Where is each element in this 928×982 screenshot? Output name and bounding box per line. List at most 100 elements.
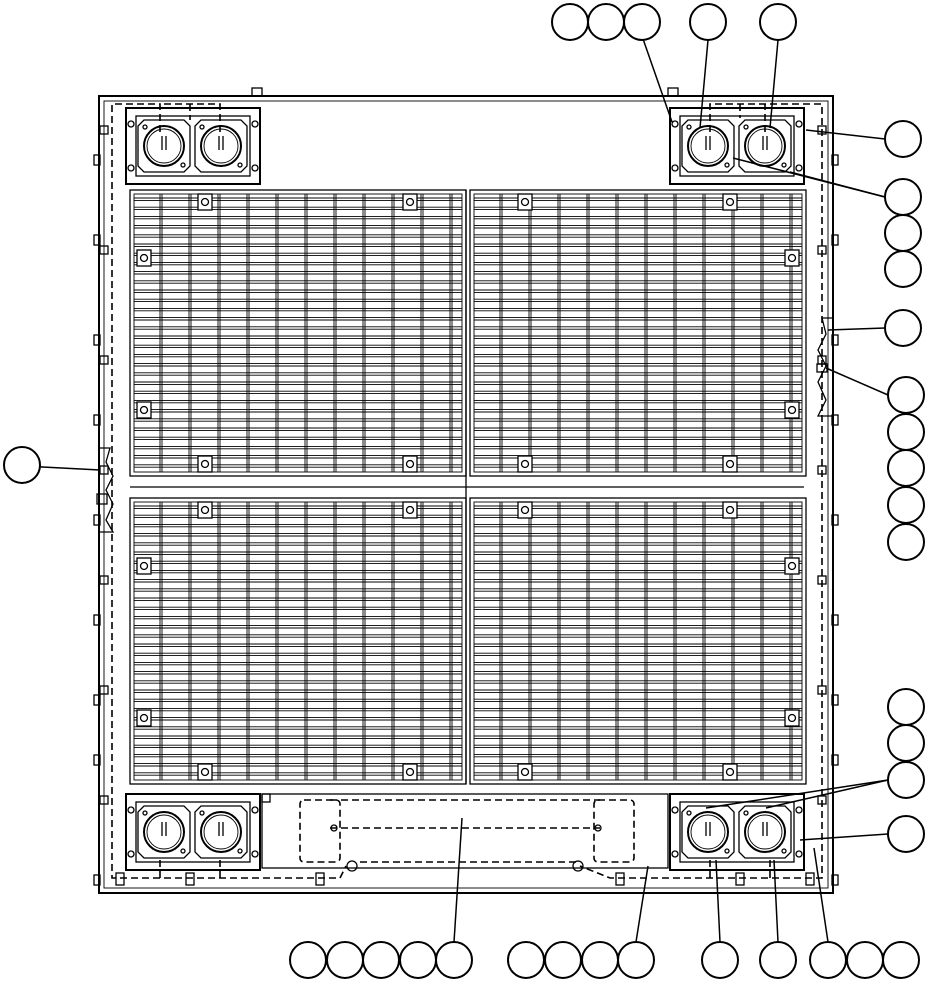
callout-balloon xyxy=(759,941,797,979)
clamp xyxy=(817,125,827,135)
callout-balloon xyxy=(887,815,925,853)
grille-clip xyxy=(722,455,738,473)
callout-balloon xyxy=(884,120,922,158)
clamp xyxy=(99,355,109,365)
callout-balloon xyxy=(623,3,661,41)
grille-clip xyxy=(517,455,533,473)
clamp xyxy=(817,575,827,585)
callout-balloon xyxy=(887,724,925,762)
grille-clip xyxy=(197,455,213,473)
grille-panel xyxy=(129,189,467,477)
receptacle xyxy=(194,119,248,173)
clamp xyxy=(817,795,827,805)
clamp xyxy=(99,795,109,805)
grille-panels xyxy=(129,189,807,785)
callout-balloon xyxy=(887,523,925,561)
leader-line xyxy=(799,833,889,841)
clamp xyxy=(115,872,125,886)
clamp xyxy=(805,872,815,886)
grille-clip xyxy=(784,557,800,575)
grille-clip xyxy=(722,763,738,781)
grille-clip xyxy=(136,401,152,419)
callout-balloon xyxy=(884,178,922,216)
grille-clip xyxy=(784,249,800,267)
clamp xyxy=(615,872,625,886)
grille-clip xyxy=(722,501,738,519)
connector-plate xyxy=(669,793,805,871)
grille-clip xyxy=(197,193,213,211)
callout-balloon xyxy=(887,413,925,451)
grille-clip xyxy=(402,193,418,211)
frame-stud xyxy=(93,874,839,886)
callout-balloon xyxy=(3,446,41,484)
callout-balloon xyxy=(289,941,327,979)
callout-balloon xyxy=(887,376,925,414)
leader-line xyxy=(453,817,463,943)
leader-line xyxy=(705,779,889,809)
callout-balloon xyxy=(701,941,739,979)
frame-stud xyxy=(93,754,839,766)
callout-balloon xyxy=(551,3,589,41)
grille-clip xyxy=(402,455,418,473)
leader-line xyxy=(825,367,889,396)
frame-stud xyxy=(93,414,839,426)
receptacle xyxy=(137,119,191,173)
callout-balloon xyxy=(884,309,922,347)
frame-stud xyxy=(93,614,839,626)
callout-balloon xyxy=(544,941,582,979)
grille-clip xyxy=(517,501,533,519)
grille-panel xyxy=(129,497,467,785)
connector-plate xyxy=(125,107,261,185)
callout-balloon xyxy=(399,941,437,979)
frame-stud xyxy=(93,694,839,706)
frame-stud xyxy=(93,334,839,346)
leader-line xyxy=(827,327,886,331)
grille-clip xyxy=(784,401,800,419)
callout-balloon xyxy=(887,761,925,799)
callout-balloon xyxy=(587,3,625,41)
clamp xyxy=(185,872,195,886)
receptacle xyxy=(681,805,735,859)
callout-balloon xyxy=(884,214,922,252)
callout-balloon xyxy=(882,941,920,979)
grille-clip xyxy=(136,709,152,727)
leader-line xyxy=(635,865,649,943)
leader-line xyxy=(773,859,779,943)
callout-balloon xyxy=(887,486,925,524)
clamp xyxy=(99,685,109,695)
frame-stud xyxy=(93,154,839,166)
receptacle xyxy=(681,119,735,173)
leader-line xyxy=(765,779,889,809)
clamp xyxy=(817,245,827,255)
callout-balloon xyxy=(435,941,473,979)
callout-balloon xyxy=(689,3,727,41)
callout-balloon xyxy=(362,941,400,979)
grille-panel xyxy=(469,189,807,477)
callout-balloon xyxy=(759,3,797,41)
leader-line xyxy=(715,859,721,943)
leader-line xyxy=(805,129,886,140)
callout-balloon xyxy=(884,250,922,288)
leader-line xyxy=(789,171,886,198)
callout-balloon xyxy=(581,941,619,979)
frame-studs xyxy=(93,125,839,886)
clamp xyxy=(735,872,745,886)
frame-stud xyxy=(93,514,839,526)
grille-clip xyxy=(784,709,800,727)
callout-balloon xyxy=(887,449,925,487)
connector-plate xyxy=(669,107,805,185)
leader-line xyxy=(813,847,829,943)
leader-line xyxy=(641,35,673,123)
grille-clip xyxy=(517,763,533,781)
grille-clip xyxy=(402,763,418,781)
receptacle xyxy=(194,805,248,859)
clamp xyxy=(99,245,109,255)
grille-clip xyxy=(402,501,418,519)
leader-line xyxy=(769,39,779,129)
callout-balloons xyxy=(3,3,925,979)
clamp xyxy=(99,125,109,135)
grille-clip xyxy=(722,193,738,211)
clamp xyxy=(817,355,827,365)
